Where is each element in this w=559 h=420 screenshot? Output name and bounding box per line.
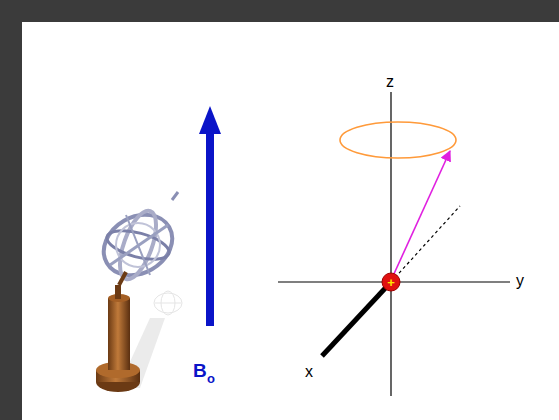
axes: [278, 92, 510, 396]
axis-label: y: [516, 273, 524, 289]
gyroscope-shadow: [154, 291, 182, 315]
magnetic-moment: [393, 151, 450, 276]
nucleus: [382, 273, 400, 291]
axis-label: x: [305, 364, 313, 380]
axis-label: z: [386, 74, 394, 90]
gyroscope: [93, 192, 183, 287]
frame: [0, 0, 559, 22]
frame: [0, 0, 22, 420]
field-label: B: [193, 361, 207, 380]
field-arrow: [199, 106, 221, 326]
charge-sign: +: [387, 276, 395, 289]
precession-path: [340, 122, 456, 158]
gyroscope-stand: [96, 285, 140, 392]
field-subscript: o: [207, 372, 215, 385]
